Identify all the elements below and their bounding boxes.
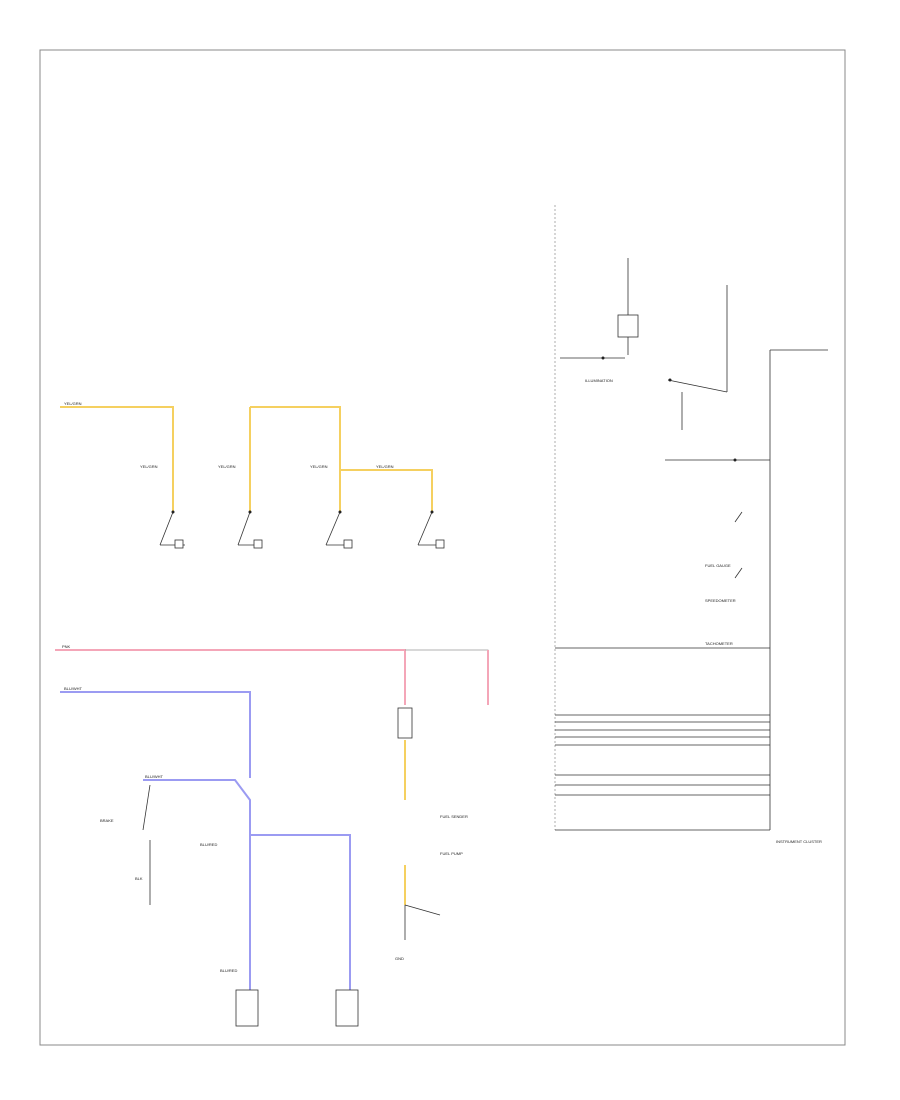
wire-label: YEL/GRN [140,464,158,469]
wire-label: PNK [62,644,71,649]
diagram-frame [39,49,846,1046]
tachometer-label: TACHOMETER [705,641,733,646]
fuel-sender-label: FUEL SENDER [440,814,468,819]
wire-label: YEL/GRN [376,464,394,469]
relay-box [397,707,413,739]
door-switch-3 [325,510,353,549]
brake-label: BRAKE [100,818,114,823]
fluid-sensor [335,989,359,1027]
instrument-cluster: INSTRUMENT CLUSTER ILLUMINATION FUEL GAU… [554,205,828,844]
wire-label: BLU/RED [220,968,237,973]
fuel-pump-label: FUEL PUMP [440,851,463,856]
door-switch-1 [159,510,185,549]
wire-label: BLU/RED [200,842,217,847]
wire-label: BLU/WHT [64,686,83,691]
wire-label: BLK [135,876,143,881]
door-switch-4 [417,510,445,549]
brake-switch [235,989,259,1027]
wire-label: YEL/GRN [64,401,82,406]
power-circuit: PNK FUEL SENDER FUEL PUMP GND [55,644,489,961]
door-switch-circuit: YEL/GRN YEL/GRN YEL/GRN YEL/GRN YEL/GRN [60,401,445,549]
illumination-label: ILLUMINATION [585,378,613,383]
speedometer-label: SPEEDOMETER [705,598,736,603]
ground-label: GND [395,956,404,961]
wire-label: BLU/WHT [145,774,164,779]
fuel-gauge-label: FUEL GAUGE [705,563,731,568]
cluster-title: INSTRUMENT CLUSTER [776,839,822,844]
brake-circuit: BLU/WHT BLU/WHT BLU/RED BLU/RED BLK BRAK… [60,686,359,1027]
door-switch-2 [237,510,263,549]
wire-label: YEL/GRN [310,464,328,469]
wire-label: YEL/GRN [218,464,236,469]
